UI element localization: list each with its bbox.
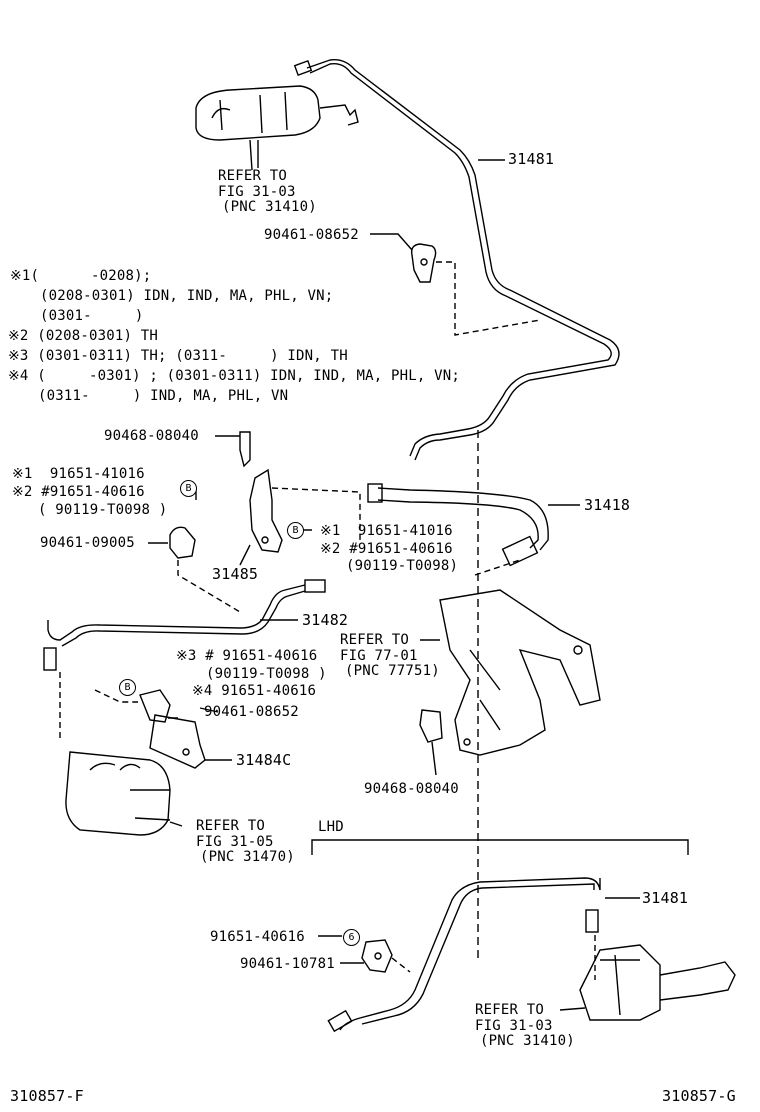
part-31481-lhd: 31481: [642, 889, 689, 907]
ref-mid-1: REFER TO: [340, 632, 410, 648]
footer-left-code: 310857-F: [10, 1087, 84, 1105]
ref-low-2: FIG 31-05: [196, 834, 274, 850]
brake-tube-31481-top: [306, 59, 620, 461]
note-1b: (0208-0301) IDN, IND, MA, PHL, VN;: [40, 288, 334, 304]
master-cylinder-lhd: [579, 944, 661, 1021]
clip-90468-08040-top: [239, 431, 251, 468]
marker-b-3: B: [119, 679, 136, 696]
footer-right-code: 310857-G: [662, 1087, 736, 1105]
note-4b: (0311- ) IND, MA, PHL, VN: [38, 388, 289, 404]
bracket-31485: [249, 468, 283, 553]
note-1c: (0301- ): [40, 308, 144, 324]
clamp-90461-10781: [361, 939, 393, 973]
ref-top-2: FIG 31-03: [218, 184, 296, 200]
part-90468-08040-low: 90468-08040: [364, 781, 459, 797]
part-31481-top: 31481: [508, 150, 555, 168]
marker-6: 6: [343, 929, 360, 946]
brake-tube-31481-lhd: [339, 877, 601, 1031]
part-91651-40616-b: ※2 #91651-40616: [320, 541, 453, 557]
ref-low-3: (PNC 31470): [200, 849, 295, 865]
part-31418: 31418: [584, 496, 631, 514]
part-90119-a: ( 90119-T0098 ): [38, 502, 168, 518]
ref-top-3: (PNC 31410): [222, 199, 317, 215]
part-91651-41016-b: ※1 91651-41016: [320, 523, 453, 539]
part-90119-c: (90119-T0098 ): [206, 666, 327, 682]
clamp-90461-08652: [410, 243, 437, 283]
ref-lhd-3: (PNC 31410): [480, 1033, 575, 1049]
note-3: ※3 (0301-0311) TH; (0311- ) IDN, TH: [8, 348, 348, 364]
part-31484c: 31484C: [236, 751, 292, 769]
part-90468-08040-top: 90468-08040: [104, 428, 199, 444]
master-cylinder-lower: [65, 751, 171, 836]
ref-lhd-1: REFER TO: [475, 1002, 545, 1018]
part-91651-40616-a: ※2 #91651-40616: [12, 484, 145, 500]
ref-lhd-2: FIG 31-03: [475, 1018, 553, 1034]
part-91651-40616-lhd: 91651-40616: [210, 929, 305, 945]
bracket-31484c: [149, 714, 206, 769]
clip-90468-08040-low: [419, 709, 443, 743]
flex-hose-31418: [377, 487, 549, 551]
note-1a: ※1( -0208);: [10, 268, 152, 284]
ref-mid-2: FIG 77-01: [340, 648, 418, 664]
marker-b-1: B: [180, 480, 197, 497]
brake-tube-31482: [47, 584, 306, 641]
part-90119-b: (90119-T0098): [346, 558, 459, 574]
part-90461-09005: 90461-09005: [40, 535, 135, 551]
part-90461-08652-low: 90461-08652: [204, 704, 299, 720]
part-90461-08652-top: 90461-08652: [264, 227, 359, 243]
note-4a: ※4 ( -0301) ; (0301-0311) IDN, IND, MA, …: [8, 368, 460, 384]
part-31485: 31485: [212, 565, 259, 583]
ref-low-1: REFER TO: [196, 818, 266, 834]
part-91651-40616-d: ※4 91651-40616: [192, 683, 317, 699]
ref-mid-3: (PNC 77751): [345, 663, 440, 679]
part-91651-41016-a: ※1 91651-41016: [12, 466, 145, 482]
part-90461-10781: 90461-10781: [240, 956, 335, 972]
note-2: ※2 (0208-0301) TH: [8, 328, 158, 344]
pedal-bracket: [439, 589, 601, 756]
part-91651-40616-c: ※3 # 91651-40616: [176, 648, 318, 664]
marker-b-2: B: [287, 522, 304, 539]
ref-top-1: REFER TO: [218, 168, 288, 184]
lhd-label: LHD: [318, 819, 344, 835]
clamp-90461-09005: [169, 526, 196, 559]
master-cylinder-top: [195, 85, 321, 141]
part-31482: 31482: [302, 611, 349, 629]
